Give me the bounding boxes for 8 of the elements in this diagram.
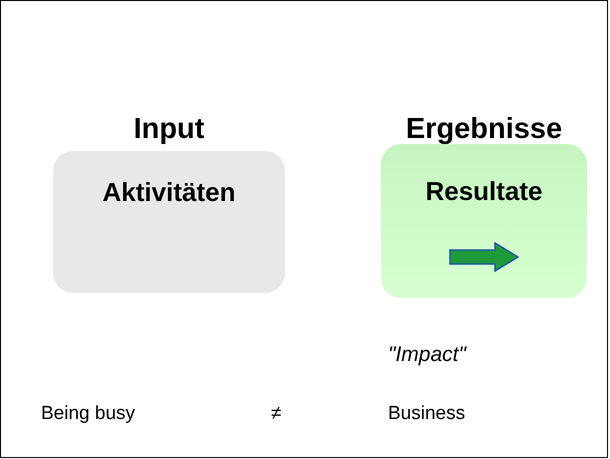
label-text: Business [388, 403, 466, 425]
column-heading: Ergebnisse [404, 113, 564, 146]
column-heading: Input [132, 113, 206, 146]
label-text: ≠ [271, 403, 282, 425]
card-title: Aktivitäten [102, 177, 236, 208]
card-title: Resultate [424, 176, 544, 207]
label-text: Being busy [41, 403, 136, 425]
caption-text: "Impact" [388, 343, 466, 367]
